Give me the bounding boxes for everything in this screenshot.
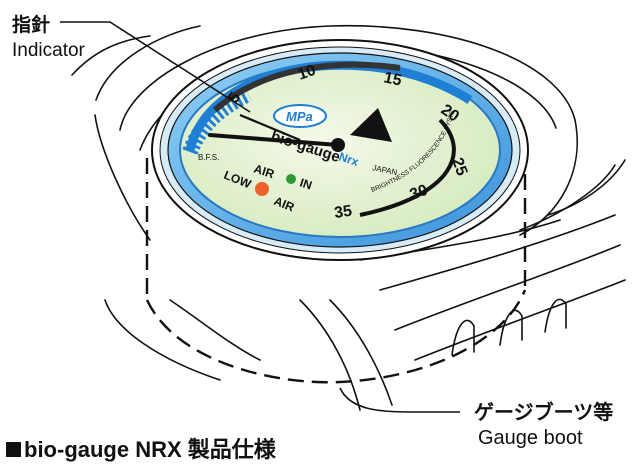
brand-logo-mark bbox=[350, 108, 392, 142]
callout-leaders bbox=[60, 21, 460, 413]
black-scale-arc bbox=[359, 118, 456, 217]
scale-tick-10: 10 bbox=[296, 62, 319, 84]
indicator-label-jp: 指針 bbox=[12, 14, 51, 36]
spec-heading: bio-gauge NRX 製品仕様 bbox=[6, 432, 276, 464]
heading-bullet-square bbox=[6, 442, 21, 457]
indicator-leader bbox=[60, 21, 251, 113]
mpa-badge: MPa bbox=[273, 104, 327, 128]
brand-model: Nrx bbox=[337, 150, 361, 170]
scale-tick-30: 30 bbox=[408, 182, 431, 204]
gauge-boot-leader bbox=[339, 387, 460, 413]
scale-tick-15: 15 bbox=[382, 69, 403, 89]
boot-dashed-outline bbox=[145, 150, 527, 384]
gauge-boot-label-jp: ゲージブーツ等 bbox=[474, 400, 614, 424]
gauge-boot-label-en: Gauge boot bbox=[478, 427, 583, 449]
in-label: IN bbox=[298, 176, 314, 193]
scale-tick-25: 25 bbox=[448, 156, 470, 179]
air-in-green-dot bbox=[286, 174, 296, 184]
gauge-boot-diagram: 5 10 15 20 25 30 35 MPa bio-gauge Nrx JA… bbox=[0, 0, 626, 413]
indicator-label-en: Indicator bbox=[12, 40, 85, 61]
scale-tick-35: 35 bbox=[333, 203, 353, 222]
svg-text:MPa: MPa bbox=[286, 109, 313, 124]
gauge-needle bbox=[208, 113, 345, 152]
low-air-orange-dot bbox=[255, 182, 269, 196]
air-in-label: AIR bbox=[252, 162, 276, 182]
bfs-mark: B.F.S. bbox=[198, 153, 219, 162]
